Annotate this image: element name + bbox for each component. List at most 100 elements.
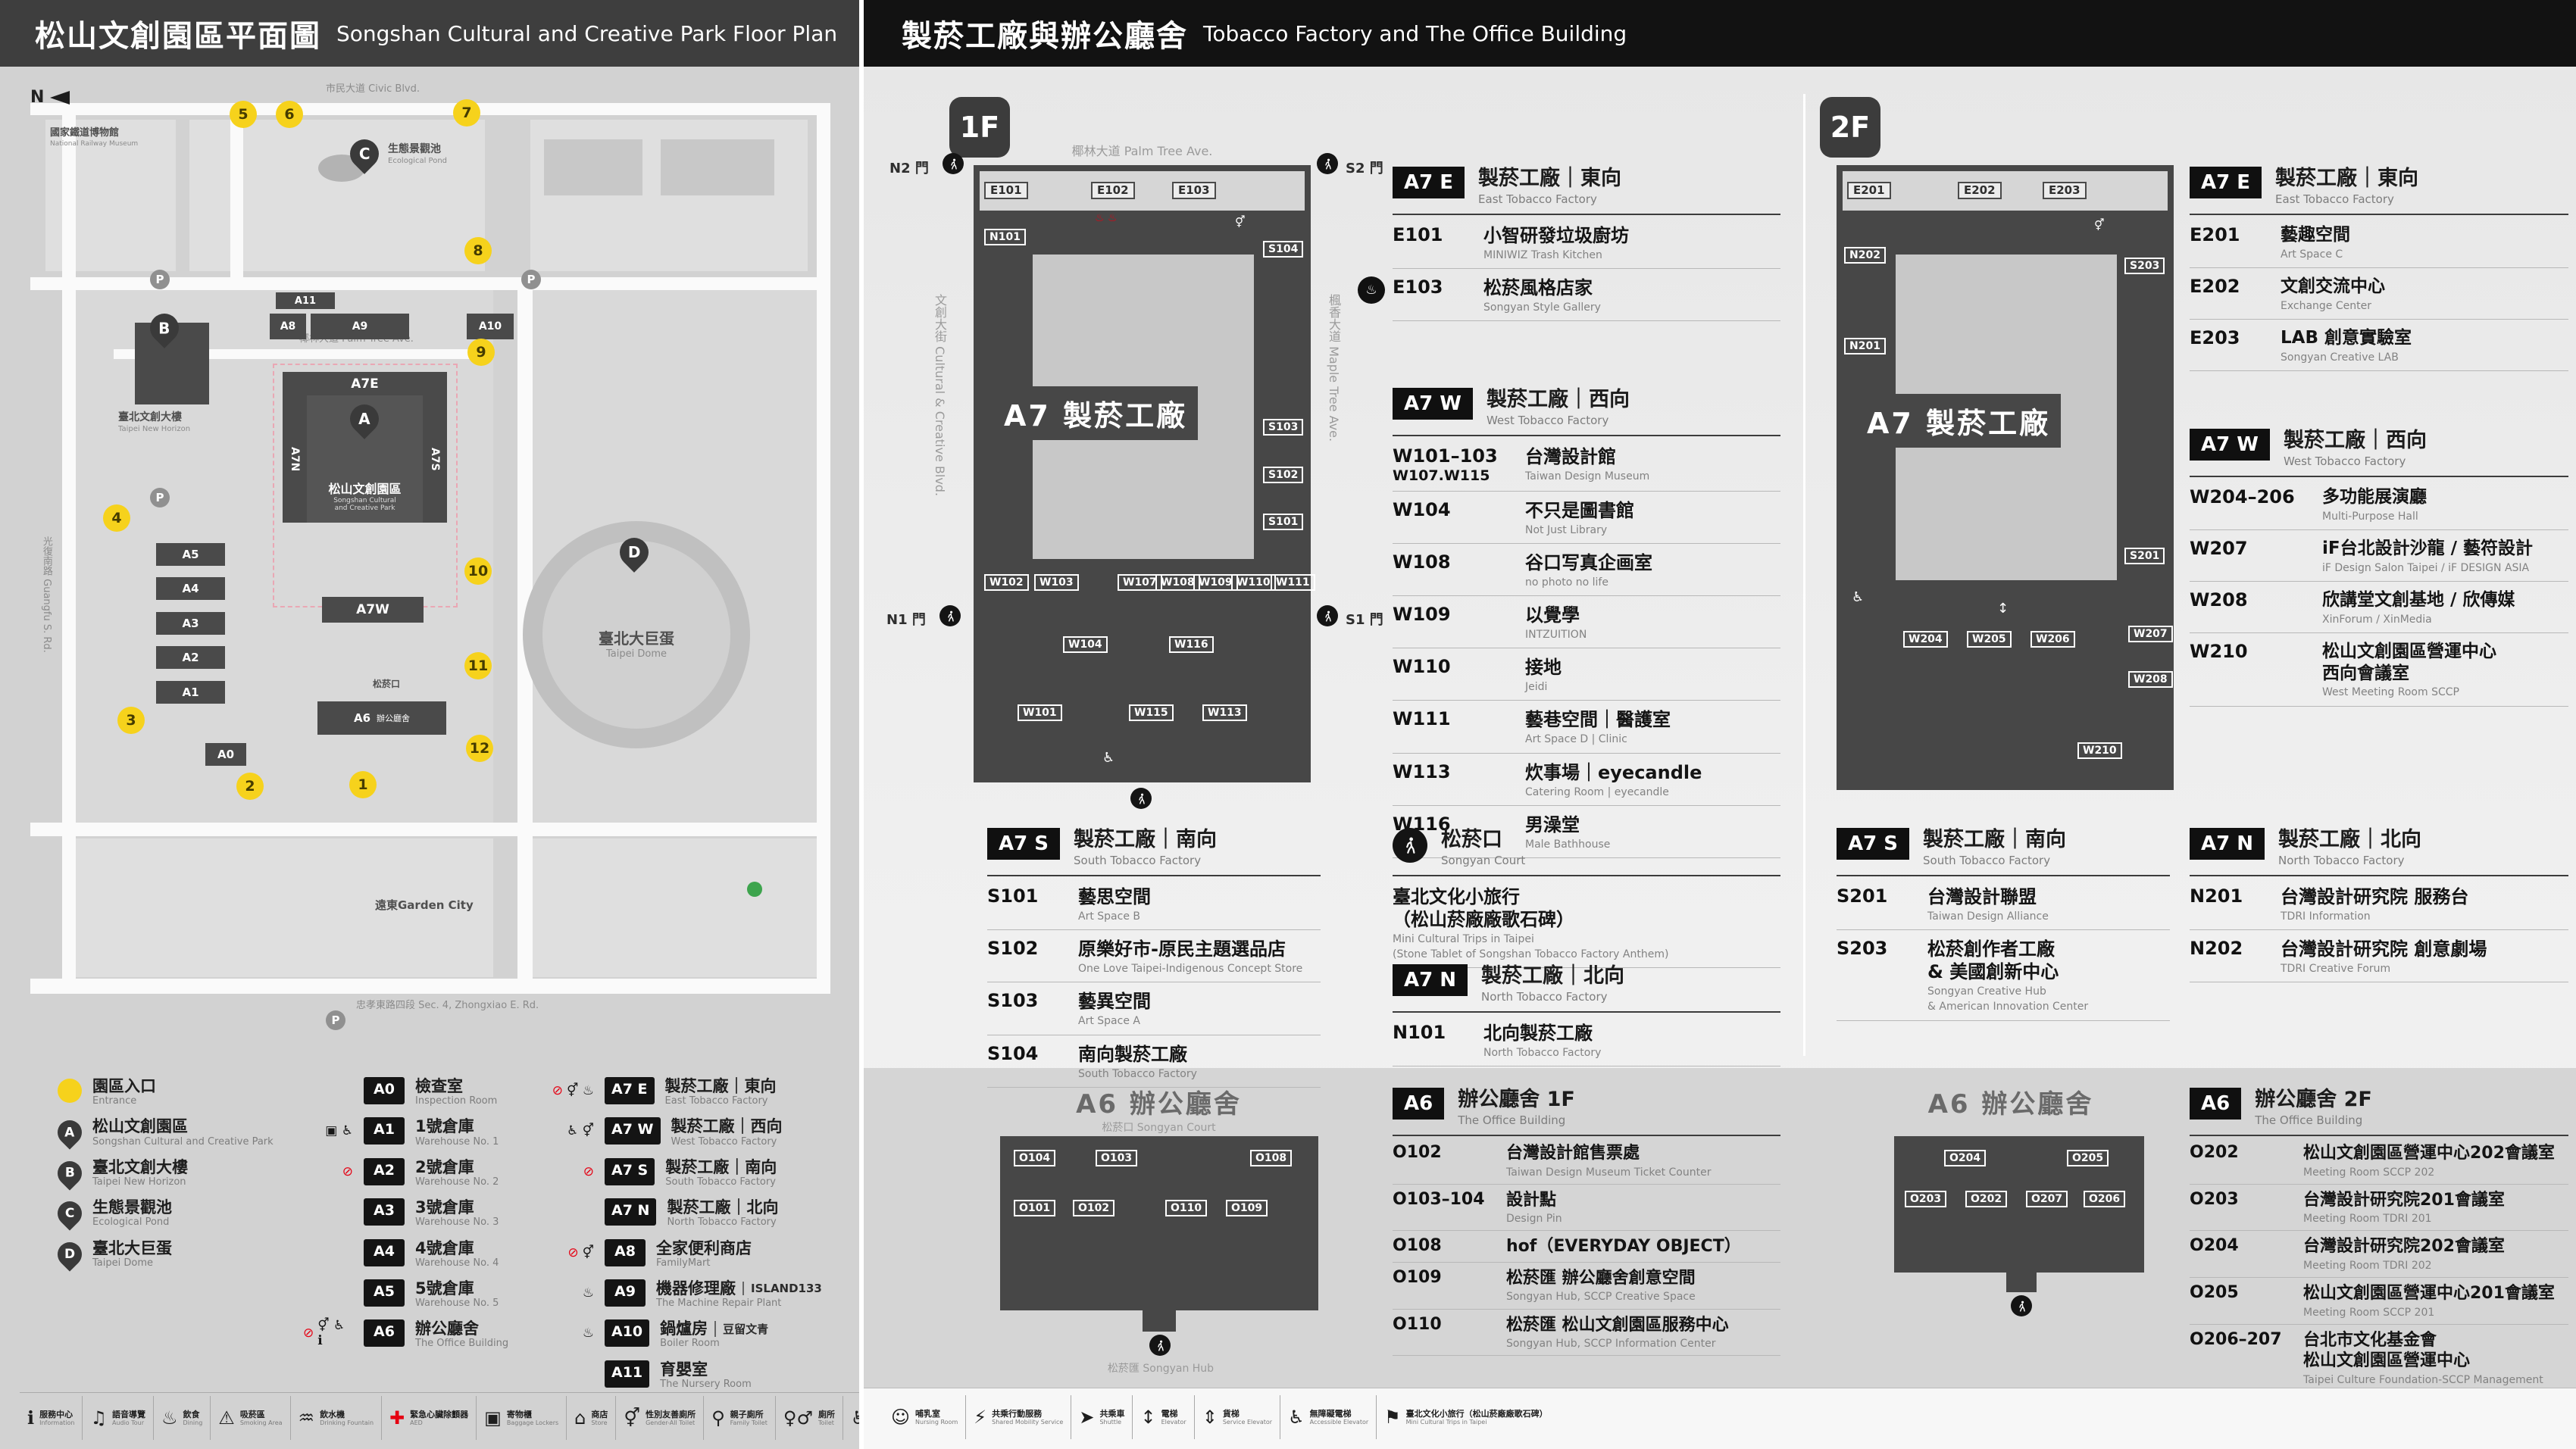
amenity-icon: ♿ xyxy=(1288,1407,1305,1428)
road-guangfu xyxy=(62,103,76,994)
building-code-chip: A5 xyxy=(364,1279,405,1307)
a7-factory-label: A7 製菸工廠 xyxy=(993,386,1199,440)
section-code: A7 W xyxy=(1393,388,1473,420)
a7-floorplan-1f: E101 E102 E103 ♨ ♨ ⚥ 巴洛克花園 Baroque Garde… xyxy=(974,165,1315,782)
legend-entrance-row: 園區入口 Entrance xyxy=(58,1077,308,1107)
room-code: S101 xyxy=(987,885,1039,907)
room-e102: E102 xyxy=(1091,182,1135,199)
legend-row: ⊘ A7 S 製菸工廠｜南向 South Tobacco Factory xyxy=(583,1157,777,1188)
legend-row: A5 5號倉庫 Warehouse No. 5 xyxy=(303,1279,538,1310)
room-row: W204–206 多功能展演廳 Multi-Purpose Hall xyxy=(2190,479,2568,530)
poi-name: 臺北文化小旅行 （松山菸廠廠歌石碑） Mini Cultural Trips i… xyxy=(1393,886,1669,961)
songyan-court-label: 松菸口 xyxy=(373,679,401,689)
floor-2f-badge: 2F xyxy=(1820,97,1880,158)
section-code: A7 E xyxy=(2190,167,2262,198)
room-o109: O109 xyxy=(1226,1200,1268,1216)
toilet-mark: ⚥ xyxy=(2094,218,2105,232)
building-code-chip: A1 xyxy=(364,1117,405,1145)
legend-row: ▣ ♿ A1 1號倉庫 Warehouse No. 1 xyxy=(325,1117,499,1148)
songyan-court-label: 松菸口 Songyan Court xyxy=(1102,1122,1216,1134)
room-name: 台灣設計研究院202會議室 Meeting Room TDRI 202 xyxy=(2303,1237,2505,1272)
room-row: N201 台灣設計研究院 服務台 TDRI Information xyxy=(2190,878,2568,931)
map-entrance-1: 1 xyxy=(349,771,377,798)
map-entrance-10: 10 xyxy=(464,557,492,585)
map-building-a7s: A7S xyxy=(423,395,447,523)
map-entrance-11: 11 xyxy=(464,652,492,679)
amenity-icon: ♀♂ xyxy=(783,1407,813,1429)
railway-museum-label: 國家鐵道博物館 National Railway Museum xyxy=(50,127,139,148)
map-building-a9: A9 xyxy=(311,314,409,339)
legend-icons-red: ⊘ xyxy=(552,1083,563,1098)
room-row: O109 松菸匯 辦公廳舍創意空間 Songyan Hub, SCCP Crea… xyxy=(1393,1263,1780,1310)
road-label-civic: 市民大道 Civic Blvd. xyxy=(326,83,420,95)
map-building-a10: A10 xyxy=(467,314,514,339)
room-name: 北向製菸工廠 North Tobacco Factory xyxy=(1483,1023,1602,1060)
map-building-a2: A2 xyxy=(156,646,225,669)
a6-2f-plan-title: A6 辦公廳舍 xyxy=(1927,1089,2094,1120)
map-building-a0: A0 xyxy=(205,743,246,766)
legend-icons-red: ⊘ xyxy=(342,1163,353,1179)
map-building-a3: A3 xyxy=(156,612,225,635)
room-w109: W109 xyxy=(1193,574,1238,591)
amenity-icon: ↕ xyxy=(1140,1407,1156,1428)
room-name: 原樂好市-原民主題選品店 One Love Taipei-Indigenous … xyxy=(1078,938,1303,976)
room-s103: S103 xyxy=(1263,419,1304,436)
room-w207: W207 xyxy=(2128,626,2173,642)
park-map-title-en: Songshan Cultural and Creative Park Floo… xyxy=(336,20,838,46)
map-entrance-9: 9 xyxy=(467,339,495,366)
room-code: O108 xyxy=(1393,1236,1442,1256)
room-name: 設計點 Design Pin xyxy=(1506,1190,1562,1226)
legend-icons-red: ⊘ xyxy=(303,1326,314,1341)
room-row: O103–104 設計點 Design Pin xyxy=(1393,1185,1780,1232)
place-pin-icon: C xyxy=(52,1196,87,1231)
room-w108: W108 xyxy=(1155,574,1200,591)
pedestrian-icon xyxy=(1393,828,1427,863)
parking-icon: P xyxy=(326,1010,345,1030)
amenity-icon: ♫ xyxy=(90,1407,107,1429)
amenity-icon: ⚡ xyxy=(974,1407,987,1428)
map-building-a6: A6 辦公廳舍 xyxy=(317,701,446,735)
room-name: 松菸匯 松山文創園區服務中心 Songyan Hub, SCCP Informa… xyxy=(1506,1315,1729,1351)
pedestrian-icon xyxy=(2011,1295,2032,1316)
room-row: W104 不只是圖書館 Not Just Library xyxy=(1393,492,1780,544)
room-code: O109 xyxy=(1393,1267,1442,1287)
room-code: S104 xyxy=(987,1042,1039,1064)
building-code-chip: A7 E xyxy=(605,1077,655,1104)
gate-s1-label: S1 門 xyxy=(1346,612,1383,628)
amenity-icon: ⚠ xyxy=(218,1407,235,1429)
room-w103: W103 xyxy=(1034,574,1079,591)
amenities-bar xyxy=(864,1388,2576,1449)
floor-zone-divider xyxy=(1803,94,1805,1056)
room-name: 台灣設計研究院 創意劇場 TDRI Creative Forum xyxy=(2281,938,2487,976)
room-code: W210 xyxy=(2190,640,2248,662)
floorplans-panel: 1F 椰林大道 Palm Tree Ave. 文創大街 Cultural & C… xyxy=(864,67,2576,1449)
road-label-left: 文創大街 Cultural & Creative Blvd. xyxy=(933,294,947,497)
room-code: E203 xyxy=(2190,326,2240,348)
room-row: N101 北向製菸工廠 North Tobacco Factory xyxy=(1393,1014,1780,1067)
map-entrance-2: 2 xyxy=(236,773,264,800)
room-code: E103 xyxy=(1393,276,1443,298)
room-e103: E103 xyxy=(1172,182,1216,199)
dining-marks: ♨ ♨ xyxy=(1095,212,1118,224)
room-row: E201 藝趣空間 Art Space C xyxy=(2190,217,2568,268)
amenity-icon: ➤ xyxy=(1079,1407,1095,1428)
room-row: O108 hof（EVERYDAY OBJECT） xyxy=(1393,1231,1780,1263)
building-code-chip: A7 W xyxy=(605,1117,661,1145)
room-s102: S102 xyxy=(1263,467,1304,483)
elevator-mark: ↕ xyxy=(1997,601,2009,617)
room-name: LAB 創意實驗室 Songyan Creative LAB xyxy=(2281,327,2412,364)
room-name: 小智研發垃圾廚坊 MINIWIZ Trash Kitchen xyxy=(1483,225,1629,262)
building-code-chip: A7 N xyxy=(605,1198,657,1226)
a7-floorplan-2f: E201 E202 E203 N202 N201 S203 S201 A7 製菸… xyxy=(1837,165,2174,790)
room-name: 台灣設計研究院 服務台 TDRI Information xyxy=(2281,886,2469,923)
